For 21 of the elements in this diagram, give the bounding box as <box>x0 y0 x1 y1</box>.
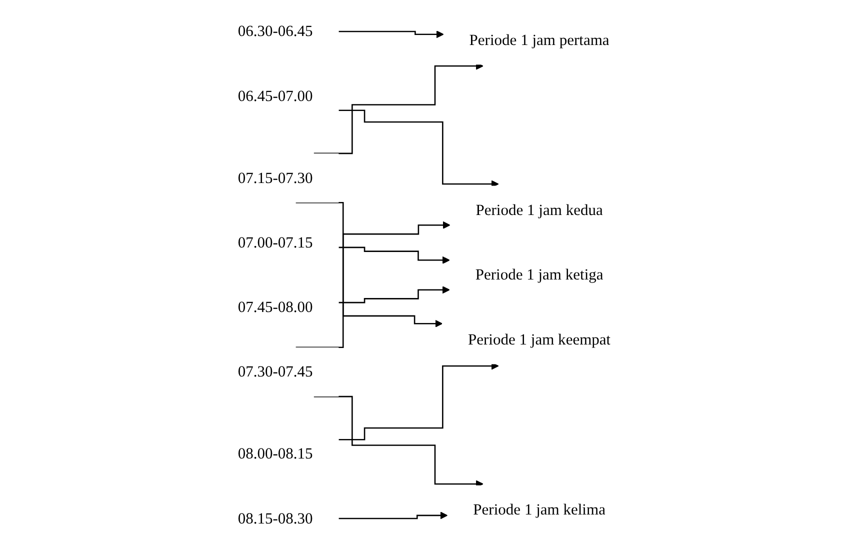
node-text: 06.45-07.00 <box>238 87 313 104</box>
arrow <box>338 30 444 38</box>
node-text: Periode 1 jam pertama <box>469 31 610 48</box>
arrow <box>338 286 450 304</box>
node-text: Periode 1 jam kedua <box>476 201 603 219</box>
arrow <box>338 362 498 440</box>
node-text: 07.00-07.15 <box>238 234 313 251</box>
node-text: 06.30-06.45 <box>238 22 313 40</box>
arrow <box>296 221 450 348</box>
node-text: Periode 1 jam keempat <box>468 330 610 348</box>
arrow <box>338 512 448 520</box>
node-text: 08.00-08.15 <box>238 444 313 462</box>
node-text: Periode 1 jam ketiga <box>475 266 604 284</box>
arrow <box>338 246 450 264</box>
node-text: 07.45-08.00 <box>238 298 313 316</box>
arrow <box>314 396 484 488</box>
arrow <box>314 62 484 154</box>
node-text: 08.15-08.30 <box>238 509 313 527</box>
arrow <box>296 202 442 328</box>
node-text: Periode 1 jam kelima <box>472 500 606 518</box>
arrow <box>338 110 498 188</box>
